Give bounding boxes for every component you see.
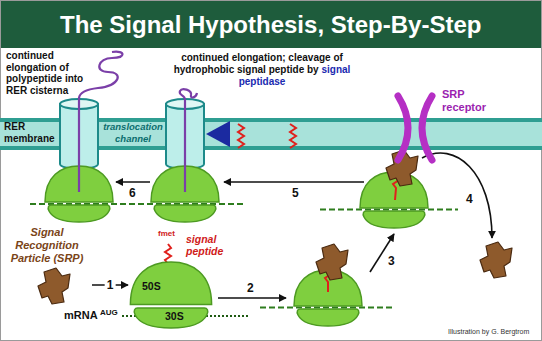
step-number: 5 (292, 186, 299, 200)
step-number: 3 (388, 254, 395, 268)
srp-particle: Signal Recognition Particle (SRP) (4, 224, 92, 308)
step-number: 6 (129, 186, 136, 200)
step-number: 2 (247, 281, 254, 295)
srp-label: Signal Recognition Particle (SRP) (4, 226, 90, 265)
title-text: The Signal Hypothesis, Step-By-Step (60, 1, 481, 48)
title-banner: The Signal Hypothesis, Step-By-Step (1, 1, 541, 48)
rer-membrane-band: RER membrane (0, 118, 542, 150)
codon-label: AUG (100, 308, 118, 318)
mrna-label: mRNA (64, 309, 98, 322)
srp-receptor: SRP receptor (388, 86, 498, 164)
receptor-label: SRP receptor (442, 88, 496, 114)
step-note: continued elongation; cleavage of hydrop… (174, 52, 343, 75)
note-block: continued elongation; cleavage of hydrop… (167, 52, 357, 88)
receptor-shape (390, 92, 440, 164)
step-number: 4 (466, 192, 473, 206)
membrane-label: RER membrane (4, 121, 60, 145)
peptide-label: signal peptide (186, 234, 230, 257)
srp-shape (36, 268, 72, 306)
subunit-label: 50S (142, 280, 161, 293)
step-number: 1 (105, 278, 116, 292)
residue-label: fmet (158, 229, 175, 239)
channel-label: translocation channel (101, 121, 165, 145)
ribosome: 50S 30S (128, 262, 214, 328)
step-note: continued elongation of polypeptide into… (6, 50, 92, 96)
credit-note: Illustration by G. Bergtrom (448, 327, 529, 336)
subunit-label: 30S (165, 310, 184, 323)
